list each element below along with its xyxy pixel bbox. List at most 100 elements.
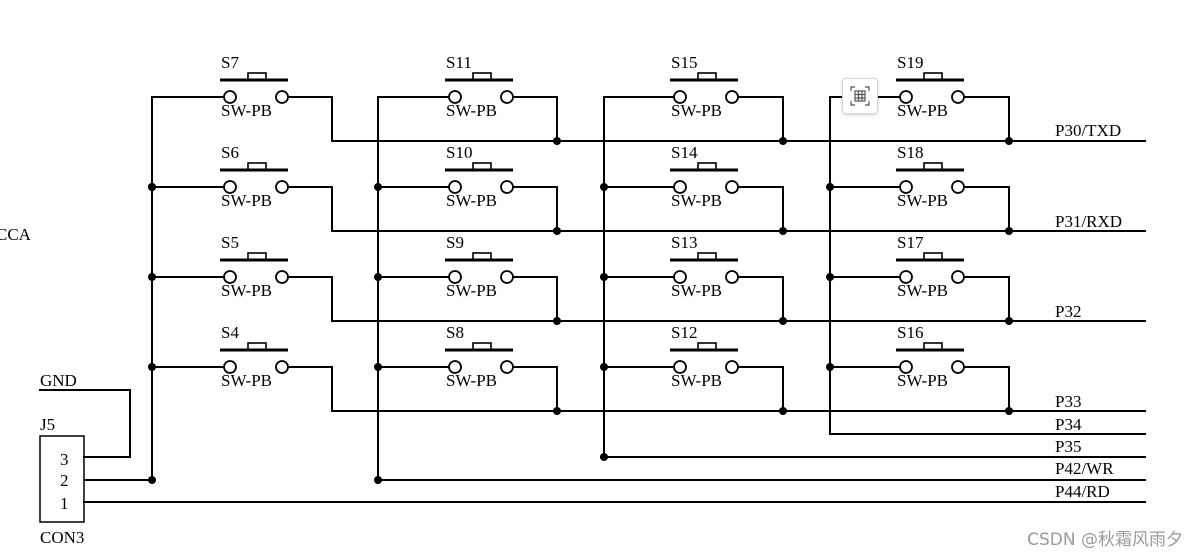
switch-ref-label: S18 [897, 143, 923, 162]
switch-contact-right [951, 180, 965, 194]
junction-dot [600, 453, 608, 461]
junction-dot [148, 273, 156, 281]
watermark: CSDN @秋霜风雨夕 [1027, 530, 1183, 550]
switch-type-label: SW-PB [671, 191, 722, 210]
switch-type-label: SW-PB [671, 281, 722, 300]
switch-type-label: SW-PB [221, 371, 272, 390]
switch-contact-right [725, 270, 739, 284]
junction-dot [553, 317, 561, 325]
junction-dot [1005, 137, 1013, 145]
switch-type-label: SW-PB [221, 191, 272, 210]
switch-contact-left [673, 90, 687, 104]
switch-ref-label: S19 [897, 53, 923, 72]
table-select-icon [850, 86, 870, 106]
switch-ref-label: S7 [221, 53, 239, 72]
switch-ref-label: S6 [221, 143, 239, 162]
switch-contact-right [951, 270, 965, 284]
switch-contact-left [899, 90, 913, 104]
junction-dot [374, 363, 382, 371]
junction-dot [374, 183, 382, 191]
net-label-p42-wr: P42/WR [1055, 459, 1114, 478]
switch-contact-right [500, 90, 514, 104]
switch-contact-left [899, 180, 913, 194]
switch-type-label: SW-PB [221, 281, 272, 300]
switch-ref-label: S17 [897, 233, 924, 252]
net-label-p34: P34 [1055, 415, 1082, 434]
switch-type-label: SW-PB [897, 281, 948, 300]
switch-ref-label: S13 [671, 233, 697, 252]
switch-ref-label: S4 [221, 323, 239, 342]
junction-dot [553, 407, 561, 415]
switch-contact-left [673, 270, 687, 284]
junction-dot [779, 137, 787, 145]
switch-contact-right [725, 180, 739, 194]
net-label-p30-txd: P30/TXD [1055, 121, 1121, 140]
switch-ref-label: S16 [897, 323, 923, 342]
junction-dot [600, 183, 608, 191]
switch-contact-right [725, 90, 739, 104]
switch-type-label: SW-PB [897, 191, 948, 210]
junction-dot [600, 273, 608, 281]
switch-type-label: SW-PB [671, 101, 722, 120]
junction-dot [1005, 227, 1013, 235]
switch-ref-label: S11 [446, 53, 472, 72]
switch-ref-label: S14 [671, 143, 698, 162]
table-select-button[interactable] [842, 78, 878, 114]
junction-dot [779, 227, 787, 235]
switch-contact-right [951, 360, 965, 374]
switch-type-label: SW-PB [446, 101, 497, 120]
switch-type-label: SW-PB [446, 191, 497, 210]
switch-ref-label: S10 [446, 143, 472, 162]
switch-type-label: SW-PB [897, 371, 948, 390]
switch-contact-right [725, 360, 739, 374]
net-label-p44-rd: P44/RD [1055, 482, 1110, 501]
connector-pin-1: 1 [60, 494, 69, 513]
junction-dot [374, 273, 382, 281]
switch-contact-left [899, 360, 913, 374]
switch-ref-label: S12 [671, 323, 697, 342]
junction-dot [1005, 407, 1013, 415]
switch-contact-left [448, 360, 462, 374]
junction-dot [826, 273, 834, 281]
switch-contact-left [448, 180, 462, 194]
junction-dot [148, 476, 156, 484]
switch-contact-right [275, 180, 289, 194]
junction-dot [779, 407, 787, 415]
switch-contact-left [673, 180, 687, 194]
junction-dot [148, 363, 156, 371]
junction-dot [148, 183, 156, 191]
switch-type-label: SW-PB [446, 371, 497, 390]
junction-dot [826, 183, 834, 191]
switch-ref-label: S15 [671, 53, 697, 72]
switch-ref-label: S5 [221, 233, 239, 252]
switch-contact-right [951, 90, 965, 104]
junction-dot [826, 363, 834, 371]
switch-ref-label: S8 [446, 323, 464, 342]
switch-contact-right [275, 360, 289, 374]
junction-dot [779, 317, 787, 325]
junction-dot [600, 363, 608, 371]
switch-contact-left [223, 270, 237, 284]
connector-type: CON3 [40, 528, 84, 547]
net-label-p32: P32 [1055, 302, 1081, 321]
switch-contact-right [500, 180, 514, 194]
junction-dot [1005, 317, 1013, 325]
junction-dot [374, 476, 382, 484]
connector-ref: J5 [40, 415, 55, 434]
switch-contact-right [500, 360, 514, 374]
switch-type-label: SW-PB [671, 371, 722, 390]
